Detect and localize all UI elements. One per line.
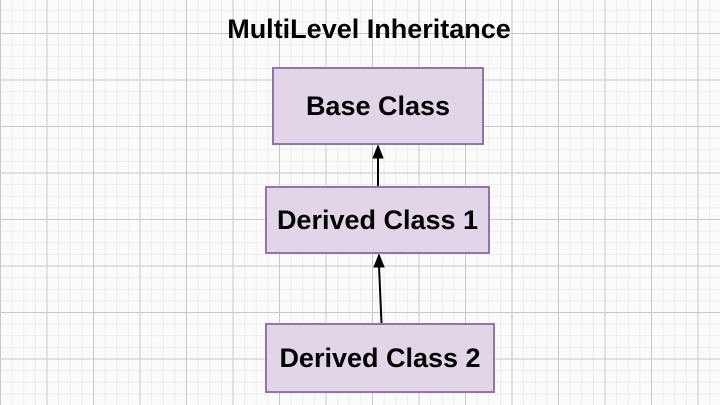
diagram-title: MultiLevel Inheritance — [227, 14, 511, 44]
node-base-class: Base Class — [272, 67, 484, 145]
node-derived-class-1-label: Derived Class 1 — [276, 204, 479, 235]
edge-derived1-to-base — [372, 144, 384, 187]
node-derived-class-2: Derived Class 2 — [265, 323, 495, 393]
node-base-class-label: Base Class — [305, 90, 451, 121]
node-derived-class-1: Derived Class 1 — [265, 186, 490, 254]
edge-derived2-to-derived1 — [373, 253, 385, 324]
node-derived-class-2-label: Derived Class 2 — [279, 342, 481, 373]
